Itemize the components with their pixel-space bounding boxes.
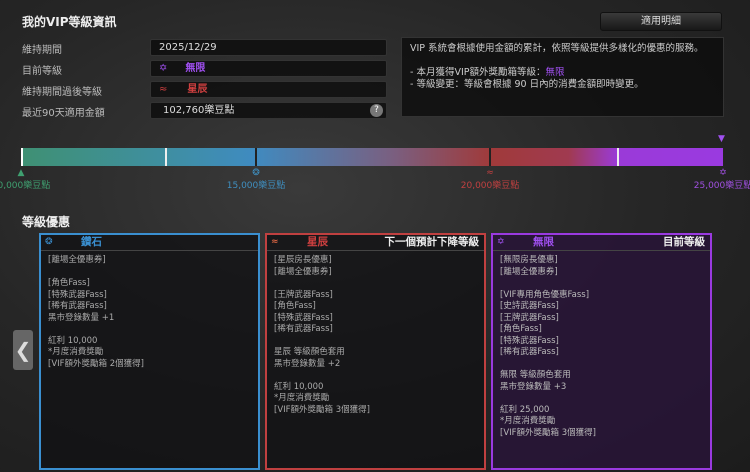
detail-button[interactable]: 適用明細	[600, 12, 722, 31]
marker-15000: ❂15,000樂豆點	[216, 168, 296, 191]
label-next-level: 維持期間過後等級	[22, 87, 102, 98]
progress-bar	[21, 148, 723, 166]
page-title: 我的VIP等級資訊	[22, 15, 117, 29]
bar-divider	[255, 148, 257, 166]
info-line1: VIP 系統會根據使用金額的累計，依照等級提供多樣化的優惠的服務。	[410, 43, 704, 54]
diamond-tier-icon: ❂	[45, 237, 53, 247]
star-tier-icon: ≈	[271, 237, 279, 247]
label-period: 維持期間	[22, 45, 62, 56]
prev-arrow-button[interactable]: ❮	[13, 330, 33, 370]
star-tier-icon: ≈	[159, 84, 168, 95]
marker-25000: ✡25,000樂豆點	[683, 168, 750, 191]
infinite-tier-icon: ✡	[719, 168, 727, 178]
marker-10000: ▲10,000樂豆點	[0, 168, 61, 191]
field-amount: 102,760樂豆點?	[150, 102, 387, 119]
field-current-level: ✡ 無限	[150, 60, 387, 77]
bar-divider	[617, 148, 619, 166]
info-line2: - 本月獲得VIP額外獎勵箱等級：無限	[410, 67, 565, 78]
card-tag: 下一個預計下降等級	[384, 236, 480, 248]
amount-value: 102,760樂豆點	[163, 105, 235, 116]
infinite-tier-icon: ✡	[159, 63, 168, 74]
card-name: 無限	[533, 236, 554, 248]
next-level-value: 星辰	[187, 84, 208, 95]
star-tier-icon: ≈	[486, 168, 494, 178]
card-star: ≈ 星辰 下一個預計下降等級 [星辰房長優惠] [離場全優惠券] [王牌武器Fass…	[265, 233, 486, 470]
card-infinite: ✡ 無限 目前等級 [無限房長優惠] [離場全優惠券] [VIF專用角色優惠Fass…	[491, 233, 712, 470]
label-current-level: 目前等級	[22, 66, 62, 77]
diamond-tier-icon: ❂	[252, 168, 260, 178]
card-name: 鑽石	[81, 236, 102, 248]
card-body: [離場全優惠券] [角色Fass] [特殊武器Fass] [稀有武器Fass] …	[48, 255, 144, 369]
field-next-level: ≈ 星辰	[150, 81, 387, 98]
infinite-tier-icon: ✡	[497, 237, 505, 247]
current-position-marker-icon: ▼	[718, 134, 725, 144]
field-period: 2025/12/29	[150, 39, 387, 56]
tier-icon: ▲	[17, 168, 25, 178]
bar-divider	[165, 148, 167, 166]
info-panel: VIP 系統會根據使用金額的累計，依照等級提供多樣化的優惠的服務。 - 本月獲得…	[401, 37, 724, 117]
info-line3: - 等級變更：等級會根據 90 日內的消費金額即時變更。	[410, 79, 644, 90]
card-tag: 目前等級	[663, 236, 705, 248]
bar-divider	[489, 148, 491, 166]
marker-20000: ≈20,000樂豆點	[450, 168, 530, 191]
current-level-value: 無限	[185, 63, 206, 74]
card-body: [無限房長優惠] [離場全優惠券] [VIF專用角色優惠Fass] [史詩武器F…	[500, 255, 596, 438]
help-icon[interactable]: ?	[370, 104, 383, 117]
card-body: [星辰房長優惠] [離場全優惠券] [王牌武器Fass] [角色Fass] [特…	[274, 255, 370, 415]
bar-divider	[21, 148, 23, 166]
benefits-title: 等級優惠	[22, 215, 71, 229]
card-name: 星辰	[307, 236, 328, 248]
label-amount: 最近90天適用金額	[22, 108, 105, 119]
card-diamond: ❂ 鑽石 [離場全優惠券] [角色Fass] [特殊武器Fass] [稀有武器Fa…	[39, 233, 260, 470]
